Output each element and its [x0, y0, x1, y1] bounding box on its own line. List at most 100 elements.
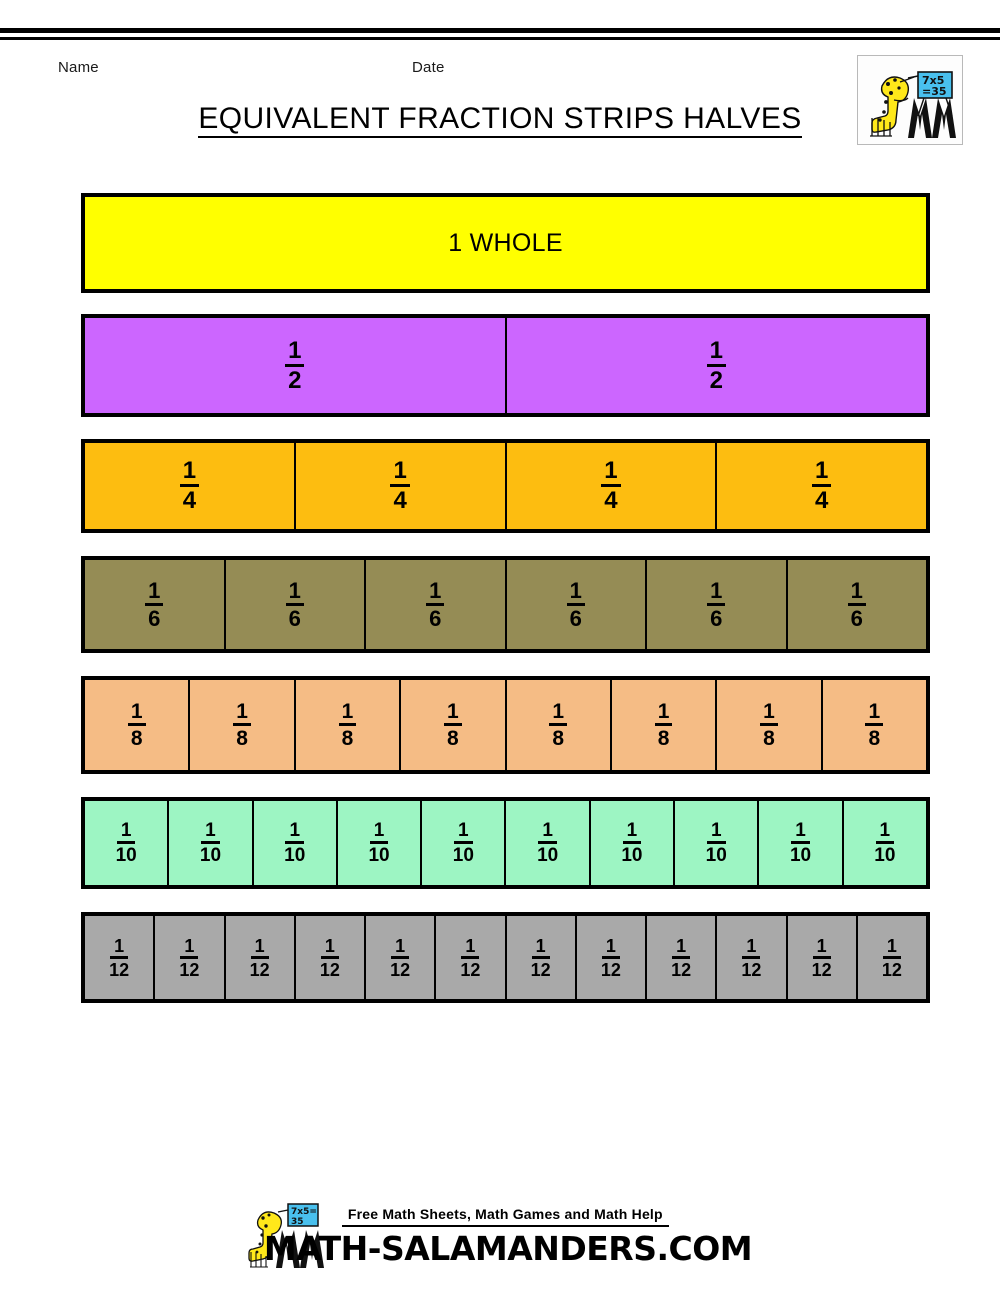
- footer-domain[interactable]: MATH-SALAMANDERS.COM: [263, 1229, 753, 1268]
- fraction-denominator: 12: [811, 959, 832, 980]
- fraction-denominator: 4: [604, 487, 618, 514]
- fraction-numerator: 1: [760, 701, 778, 726]
- fraction-numerator: 1: [742, 937, 761, 959]
- fraction-numerator: 1: [338, 701, 357, 726]
- fraction-numerator: 1: [566, 579, 585, 606]
- fraction-denominator: 12: [741, 959, 762, 980]
- fraction-denominator: 12: [460, 959, 481, 980]
- fraction-numerator: 1: [233, 701, 251, 726]
- fraction-denominator: 10: [789, 845, 812, 866]
- fraction-denominator: 12: [390, 959, 411, 980]
- fraction-numerator: 1: [127, 701, 146, 726]
- fraction-denominator: 10: [199, 845, 222, 866]
- fraction-denominator: 10: [621, 845, 643, 866]
- fraction-numerator: 1: [811, 459, 832, 487]
- fraction-denominator: 8: [446, 727, 459, 750]
- fraction-denominator: 6: [710, 605, 723, 631]
- salamander-blackboard-logo-icon: 7x5 =35: [857, 55, 963, 145]
- fraction-denominator: 12: [600, 959, 621, 980]
- fraction-numerator: 1: [812, 937, 831, 959]
- fraction-denominator: 6: [429, 605, 442, 631]
- fraction-denominator: 8: [341, 727, 354, 750]
- fraction-numerator: 1: [601, 459, 621, 487]
- fraction-numerator: 1: [443, 701, 462, 726]
- fraction-numerator: 1: [882, 937, 901, 959]
- fraction-denominator: 4: [393, 487, 407, 514]
- fraction-numerator: 1: [179, 459, 200, 487]
- footer-text-block: Free Math Sheets, Math Games and Math He…: [264, 1196, 753, 1268]
- fraction-numerator: 1: [549, 701, 568, 726]
- fraction-numerator: 1: [538, 821, 557, 844]
- fraction-numerator: 1: [110, 937, 129, 959]
- fraction-numerator: 1: [672, 937, 691, 959]
- fraction-denominator: 12: [881, 959, 902, 980]
- fraction-numerator: 1: [285, 579, 304, 606]
- fraction-numerator: 1: [622, 821, 642, 844]
- fraction-numerator: 1: [320, 937, 339, 959]
- fraction-numerator: 1: [369, 821, 389, 844]
- fraction-numerator: 1: [426, 579, 445, 606]
- fraction-numerator: 1: [285, 338, 305, 367]
- fraction-denominator: 8: [236, 727, 248, 750]
- footer-branding: 7x5= 35: [248, 1196, 753, 1272]
- fraction-denominator: 10: [874, 845, 896, 866]
- svg-text:7x5: 7x5: [922, 74, 944, 87]
- svg-text:35: 35: [291, 1217, 304, 1227]
- fraction-denominator: 2: [288, 366, 302, 394]
- fraction-denominator: 12: [179, 959, 200, 980]
- svg-text:=35: =35: [922, 85, 947, 98]
- fraction-denominator: 6: [288, 605, 301, 631]
- fraction-denominator: 8: [552, 727, 565, 750]
- fraction-denominator: 10: [368, 845, 390, 866]
- fraction-numerator: 1: [847, 579, 866, 606]
- fraction-numerator: 1: [390, 459, 410, 487]
- salamander-blackboard-logo-icon: 7x5= 35: [248, 1196, 340, 1272]
- fraction-numerator: 1: [250, 937, 269, 959]
- fraction-denominator: 12: [319, 959, 340, 980]
- header-divider: [0, 28, 1000, 42]
- fraction-numerator: 1: [706, 821, 726, 844]
